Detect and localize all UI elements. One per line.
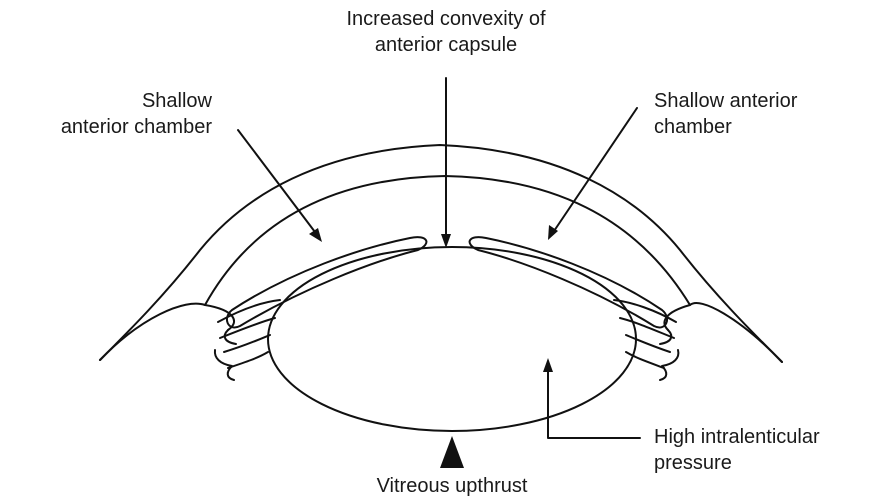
label-shallow-anterior-chamber-right: Shallow anterior chamber bbox=[654, 88, 874, 140]
convexity-arrowhead bbox=[441, 234, 451, 248]
label-high-intralenticular-pressure: High intralenticular pressure bbox=[654, 424, 876, 476]
label-shallow-anterior-chamber-left: Shallow anterior chamber bbox=[0, 88, 212, 140]
right-chamber-pointer bbox=[552, 108, 637, 234]
pressure-pointer bbox=[548, 366, 640, 438]
label-vitreous-upthrust: Vitreous upthrust bbox=[330, 473, 574, 499]
left-ciliary-fold-3 bbox=[228, 352, 268, 368]
left-ciliary-outline-lower bbox=[215, 350, 234, 380]
vitreous-upthrust-arrowhead bbox=[440, 436, 464, 468]
label-increased-convexity: Increased convexity of anterior capsule bbox=[300, 6, 592, 58]
lens bbox=[268, 247, 636, 431]
outer-cornea-arc bbox=[100, 145, 782, 362]
right-limbus-outline bbox=[664, 303, 782, 362]
left-chamber-pointer bbox=[238, 130, 318, 236]
pressure-arrowhead bbox=[543, 358, 553, 372]
right-ciliary-outline-lower bbox=[660, 350, 678, 380]
left-chamber-arrowhead bbox=[309, 228, 322, 242]
